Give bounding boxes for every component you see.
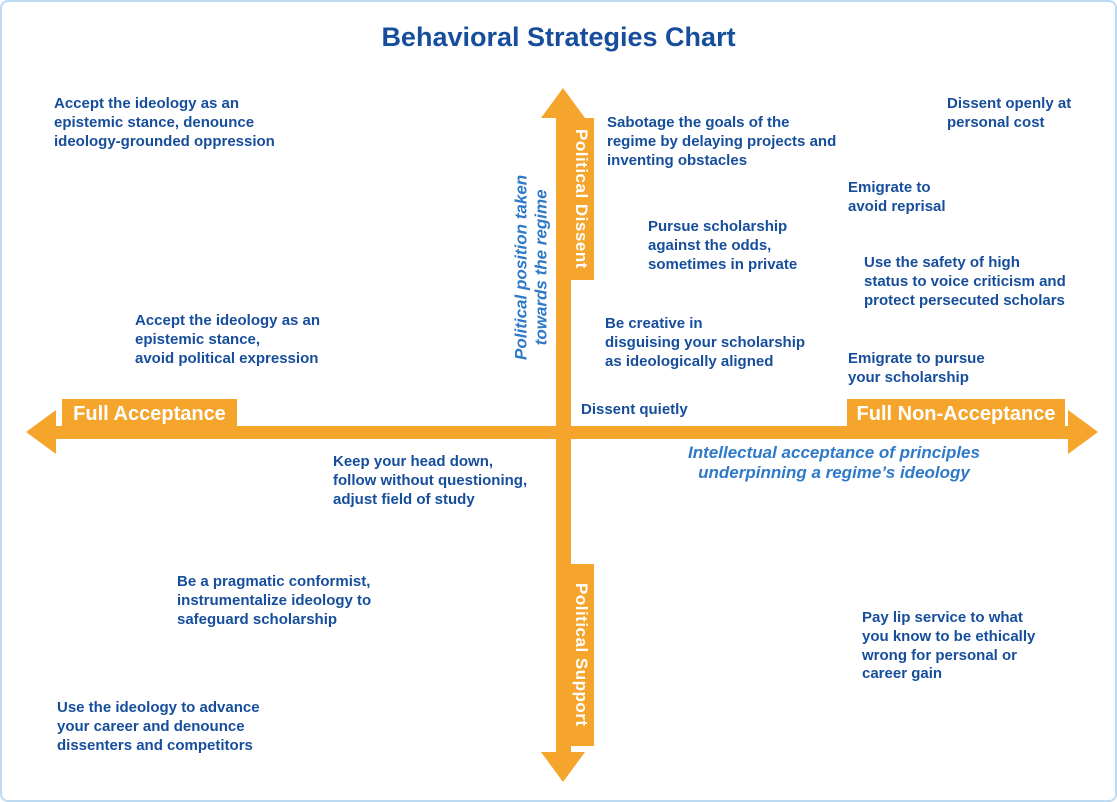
- strategy-label: Emigrate to avoid reprisal: [848, 179, 946, 215]
- strategy-label: Dissent quietly: [581, 401, 688, 418]
- arrow-right-icon: [1068, 410, 1098, 454]
- strategy-label: Pursue scholarship against the odds, som…: [648, 218, 798, 273]
- strategy-label: Sabotage the goals of the regime by dela…: [607, 114, 837, 169]
- axis-label-full-acceptance: Full Acceptance: [62, 399, 237, 430]
- arrow-left-icon: [26, 410, 56, 454]
- page-title: Behavioral Strategies Chart: [381, 22, 736, 52]
- strategy-label: Pay lip service to what you know to be e…: [862, 609, 1036, 683]
- strategy-label: Emigrate to pursue your scholarship: [848, 350, 985, 386]
- horizontal-axis-caption: Intellectual acceptance of principles un…: [688, 443, 980, 483]
- arrow-up-icon: [541, 88, 585, 118]
- arrow-down-icon: [541, 752, 585, 782]
- strategy-label: Keep your head down, follow without ques…: [333, 453, 528, 508]
- strategy-label: Dissent openly at personal cost: [947, 95, 1072, 131]
- strategy-label: Be creative in disguising your scholarsh…: [605, 315, 806, 370]
- strategy-label: Use the ideology to advance your career …: [57, 699, 260, 754]
- strategy-label: Be a pragmatic conformist, instrumentali…: [177, 573, 372, 628]
- axis-label-political-support: Political Support: [568, 564, 594, 746]
- vertical-axis-caption: Political position taken towards the reg…: [511, 174, 551, 360]
- strategy-label: Accept the ideology as an epistemic stan…: [54, 95, 275, 150]
- strategy-label: Accept the ideology as an epistemic stan…: [135, 312, 321, 367]
- axis-label-political-dissent: Political Dissent: [568, 118, 594, 280]
- axis-label-full-non-acceptance: Full Non-Acceptance: [847, 399, 1065, 430]
- horizontal-axis-line: [52, 426, 1070, 439]
- strategy-label: Use the safety of high status to voice c…: [864, 254, 1066, 309]
